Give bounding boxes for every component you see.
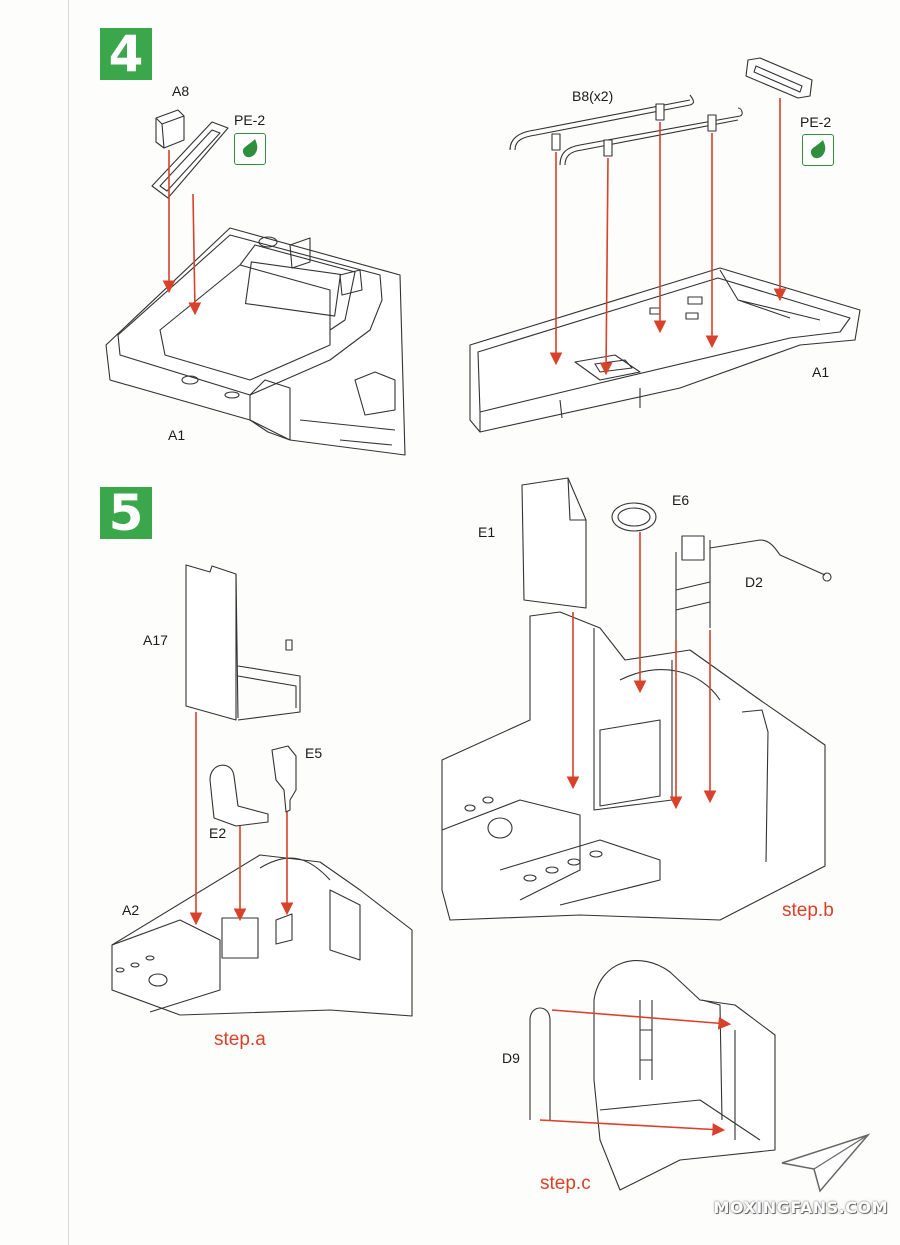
label-a8: A8 — [172, 83, 190, 99]
label-a2: A2 — [122, 902, 140, 918]
part-a1-right — [469, 267, 861, 433]
part-a8 — [155, 109, 185, 149]
label-b8: B8(x2) — [572, 88, 614, 104]
glue-drop-icon — [802, 134, 834, 166]
caption-step-b: step.b — [782, 900, 834, 921]
part-e6-wheel — [611, 502, 657, 532]
label-pe2-left: PE-2 — [234, 112, 266, 128]
part-a2-cockpit — [111, 854, 413, 1017]
part-d9-rail — [529, 1007, 551, 1120]
watermark-text: MOXINGFANS.COM — [713, 1198, 888, 1217]
paper-plane-logo-icon — [781, 1133, 870, 1193]
label-a1-right: A1 — [812, 364, 830, 380]
caption-step-a: step.a — [214, 1029, 266, 1050]
part-b8 — [509, 94, 743, 166]
step-4-badge: 4 — [100, 28, 152, 80]
label-e2: E2 — [209, 825, 227, 841]
pe-frame-right — [745, 57, 813, 99]
label-e6: E6 — [672, 492, 690, 508]
part-e1 — [521, 477, 587, 609]
part-a17 — [185, 564, 301, 721]
label-e1: E1 — [478, 524, 496, 540]
page-edge-line — [68, 0, 69, 1245]
step-5-badge: 5 — [100, 487, 152, 539]
label-a1-left: A1 — [168, 427, 186, 443]
part-a1-left — [105, 227, 406, 456]
part-e2-seat — [209, 764, 269, 827]
label-d2: D2 — [745, 574, 763, 590]
step-b-cockpit — [441, 611, 826, 921]
step-c-cockpit — [593, 960, 776, 1191]
part-d2-ladder — [675, 535, 832, 640]
caption-step-c: step.c — [540, 1173, 591, 1194]
glue-drop-icon — [234, 133, 266, 165]
label-pe2-right: PE-2 — [800, 114, 832, 130]
label-e5: E5 — [305, 745, 323, 761]
label-d9: D9 — [502, 1050, 520, 1066]
part-e5-stick — [271, 745, 297, 813]
pe-frame-left — [151, 121, 229, 199]
label-a17: A17 — [143, 632, 168, 648]
